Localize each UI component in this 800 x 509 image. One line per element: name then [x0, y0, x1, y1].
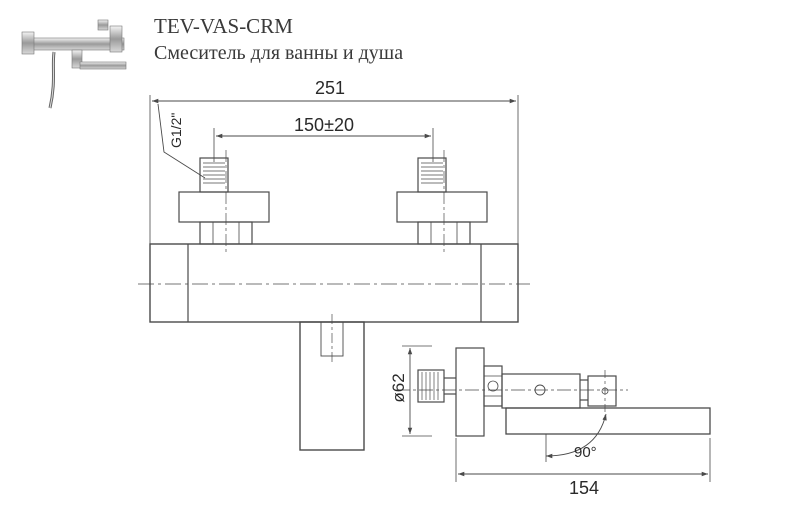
product-photo — [21, 19, 127, 109]
dimension-150: 150±20 — [294, 115, 354, 135]
side-view — [396, 345, 711, 482]
side-body — [501, 373, 581, 409]
wall-flange — [455, 347, 485, 437]
right-connector — [396, 157, 488, 245]
angle-arc — [545, 413, 607, 459]
angle-label: 90° — [574, 444, 597, 461]
thread-label: G1/2" — [168, 113, 184, 148]
product-description: Смеситель для ванны и душа — [154, 42, 404, 64]
side-handle — [587, 375, 617, 407]
dimension-251: 251 — [315, 78, 345, 98]
mixer-body — [149, 243, 519, 323]
front-view — [138, 95, 530, 451]
dimension-diameter: ø62 — [389, 373, 408, 402]
thread-leader — [157, 103, 206, 179]
model-code: TEV-VAS-CRM — [154, 14, 293, 38]
side-spout — [505, 407, 711, 435]
left-connector — [178, 157, 270, 245]
dimension-154: 154 — [569, 478, 599, 498]
